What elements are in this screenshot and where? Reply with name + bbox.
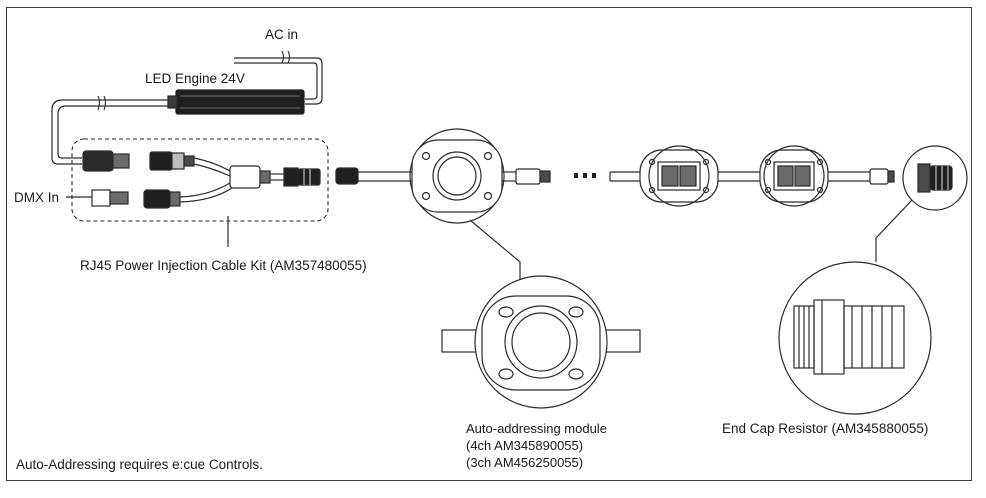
endcap-callout-leader	[875, 199, 913, 262]
pixel-node-1	[639, 145, 719, 207]
end-cap-small	[902, 145, 968, 211]
module-callout-leader	[469, 219, 521, 282]
auto-addressing-module-detail	[441, 275, 641, 409]
run-cable	[335, 167, 895, 185]
auto-addressing-module-small	[409, 128, 505, 224]
kit-y-splitter	[179, 157, 321, 203]
dc-output-cable	[51, 95, 168, 165]
module-title-label: Auto-addressing module	[466, 421, 607, 436]
continuation-dots	[574, 173, 596, 178]
module-4ch-label: (4ch AM345890055)	[466, 438, 584, 453]
ac-in-cable	[234, 50, 323, 105]
pixel-node-2	[759, 145, 829, 207]
ac-in-label: AC in	[265, 27, 299, 42]
led-engine-driver	[167, 89, 305, 115]
led-engine-label: LED Engine 24V	[145, 71, 245, 86]
kit-dmx-connector	[66, 189, 181, 209]
diagram-frame	[6, 7, 972, 481]
kit-boundary	[71, 138, 329, 222]
end-cap-detail	[778, 261, 932, 415]
end-cap-label: End Cap Resistor (AM345880055)	[722, 421, 929, 436]
kit-power-connector	[82, 150, 195, 172]
kit-label: RJ45 Power Injection Cable Kit (AM357480…	[80, 258, 367, 273]
dmx-in-label: DMX In	[14, 190, 60, 205]
module-3ch-label: (3ch AM456250055)	[466, 455, 584, 470]
footnote: Auto-Addressing requires e:cue Controls.	[16, 457, 263, 472]
